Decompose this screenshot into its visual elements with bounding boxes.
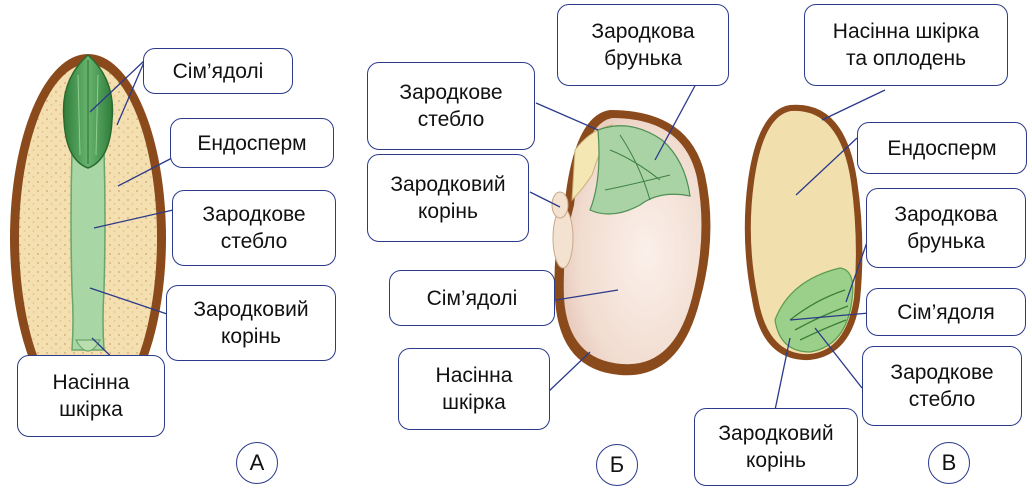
label-a-endosperm: Ендосперм — [170, 118, 334, 168]
label-b-cotyledons: Сім’ядолі — [389, 270, 555, 326]
figure-b-seed — [530, 82, 710, 392]
label-a-root: Зародковий корінь — [166, 285, 336, 361]
label-c-endosperm: Ендосперм — [857, 122, 1027, 174]
seed-a-embryo-stem — [71, 150, 105, 350]
label-b-bud: Зародкова брунька — [557, 4, 729, 86]
badge-c: В — [928, 442, 970, 484]
badge-a: А — [236, 442, 278, 484]
label-b-seed-coat: Насінна шкірка — [398, 348, 550, 430]
label-c-coat-pericarp: Насінна шкірка та оплодень — [804, 4, 1008, 86]
badge-b: Б — [596, 444, 638, 486]
label-c-root: Зародковий корінь — [694, 408, 858, 486]
label-c-cotyledon: Сім’ядоля — [866, 288, 1026, 336]
label-b-root: Зародковий корінь — [367, 154, 529, 242]
label-c-stem: Зародкове стебло — [862, 346, 1022, 426]
label-a-stem: Зародкове стебло — [172, 190, 336, 266]
label-b-stem: Зародкове стебло — [367, 62, 535, 150]
label-c-bud: Зародкова брунька — [866, 188, 1026, 268]
label-a-cotyledons: Сім’ядолі — [143, 48, 293, 94]
label-a-seed-coat: Насінна шкірка — [17, 355, 165, 437]
